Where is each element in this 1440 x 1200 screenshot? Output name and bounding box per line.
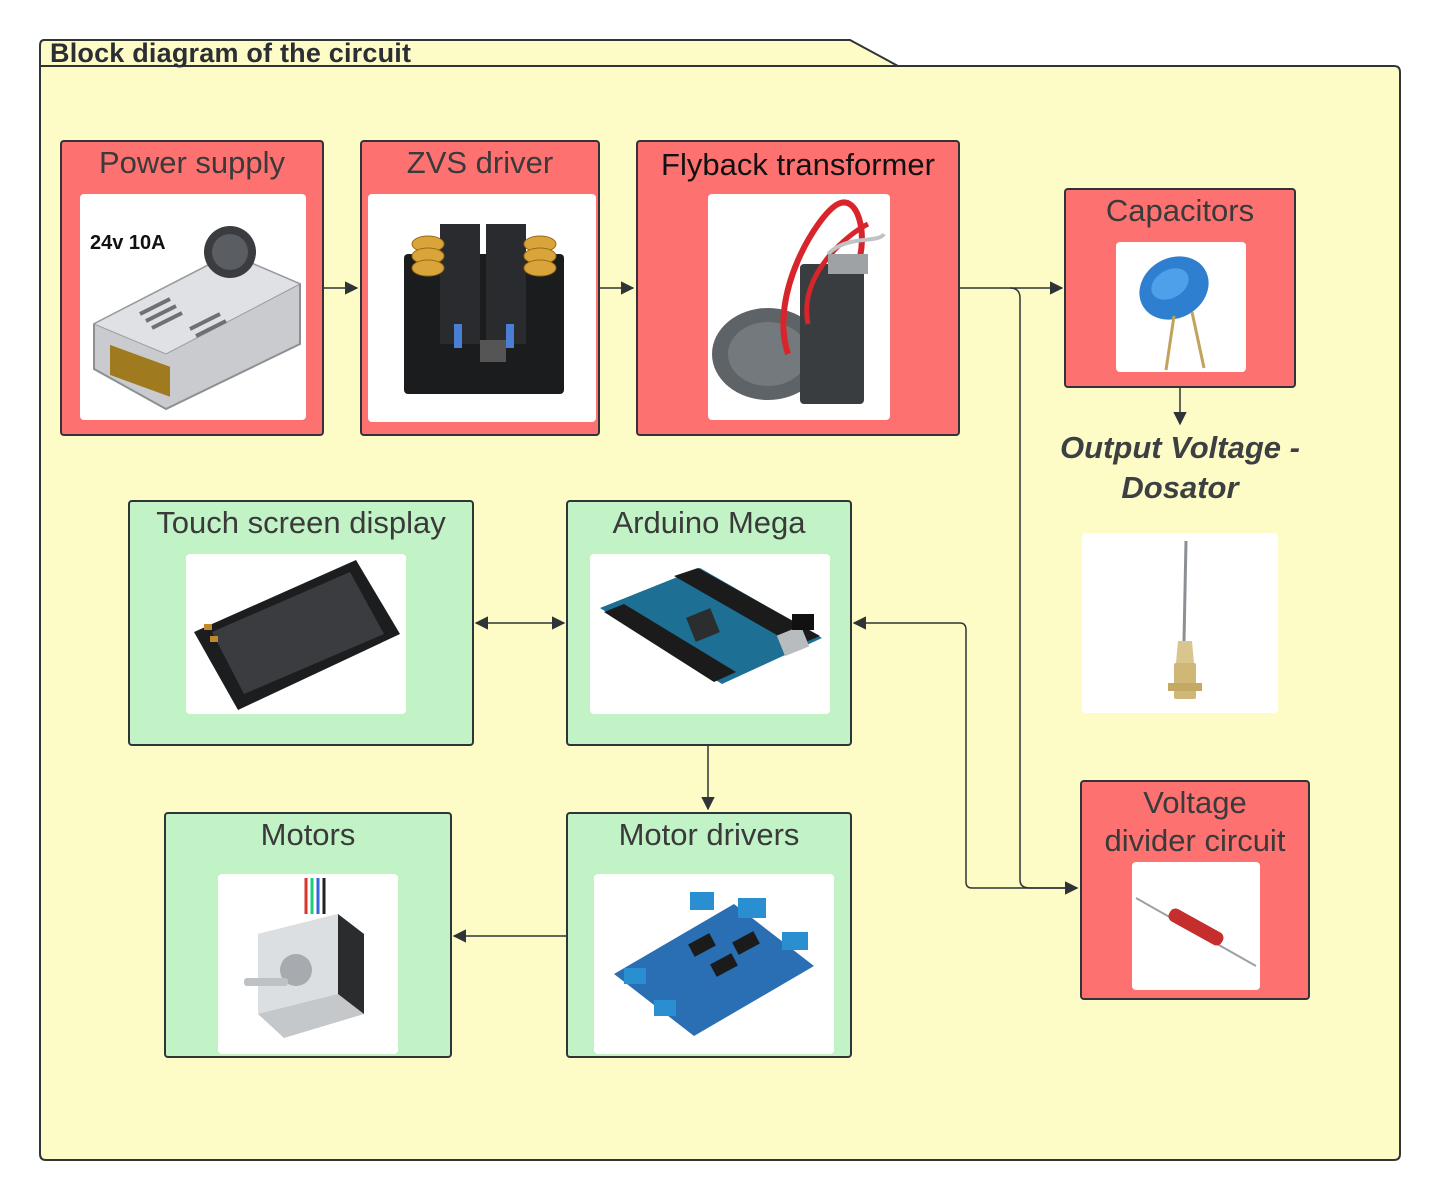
- output-caption-line2: Dosator: [1121, 470, 1239, 505]
- flyback-block: Flyback transformer: [636, 140, 960, 436]
- touch-screen-label: Touch screen display: [156, 505, 446, 540]
- capacitors-block: Capacitors: [1064, 188, 1296, 388]
- power-supply-label: Power supply: [98, 145, 286, 180]
- zvs-driver-photo: [368, 194, 596, 422]
- arduino-label: Arduino Mega: [612, 505, 806, 540]
- connector-arduino-divider: [852, 616, 1079, 895]
- flyback-photo: [708, 194, 890, 420]
- motor-drivers-label: Motor drivers: [618, 817, 800, 852]
- power-supply-block: Power supply 24v 10A: [60, 140, 324, 436]
- flyback-label: Flyback transformer: [661, 147, 935, 182]
- voltage-divider-label: Voltage divider circuit: [1082, 784, 1308, 860]
- diagram-title: Block diagram of the circuit: [50, 38, 412, 68]
- motor-drivers-block: Motor drivers: [566, 812, 852, 1058]
- voltage-divider-photo: [1132, 862, 1260, 990]
- power-supply-photo: 24v 10A: [80, 194, 306, 420]
- capacitors-photo: [1116, 242, 1246, 372]
- motor-drivers-photo: [594, 874, 834, 1054]
- voltage-divider-label-line2: divider circuit: [1104, 823, 1286, 858]
- zvs-driver-label: ZVS driver: [406, 145, 554, 180]
- motors-block: Motors: [164, 812, 452, 1058]
- motors-label: Motors: [260, 817, 356, 852]
- voltage-divider-label-line1: Voltage: [1143, 785, 1247, 820]
- output-caption-line1: Output Voltage -: [1060, 430, 1300, 465]
- motors-photo: [218, 874, 398, 1054]
- voltage-divider-block: Voltage divider circuit: [1080, 780, 1310, 1000]
- power-supply-rating-text: 24v 10A: [90, 232, 166, 254]
- arduino-block: Arduino Mega: [566, 500, 852, 746]
- touch-screen-photo: [186, 554, 406, 714]
- dosator-needle-photo: [1082, 533, 1278, 713]
- output-voltage-caption: Output Voltage - Dosator: [1040, 428, 1320, 508]
- arduino-photo: [590, 554, 830, 714]
- zvs-driver-block: ZVS driver: [360, 140, 600, 436]
- capacitors-label: Capacitors: [1105, 193, 1255, 228]
- touch-screen-block: Touch screen display: [128, 500, 474, 746]
